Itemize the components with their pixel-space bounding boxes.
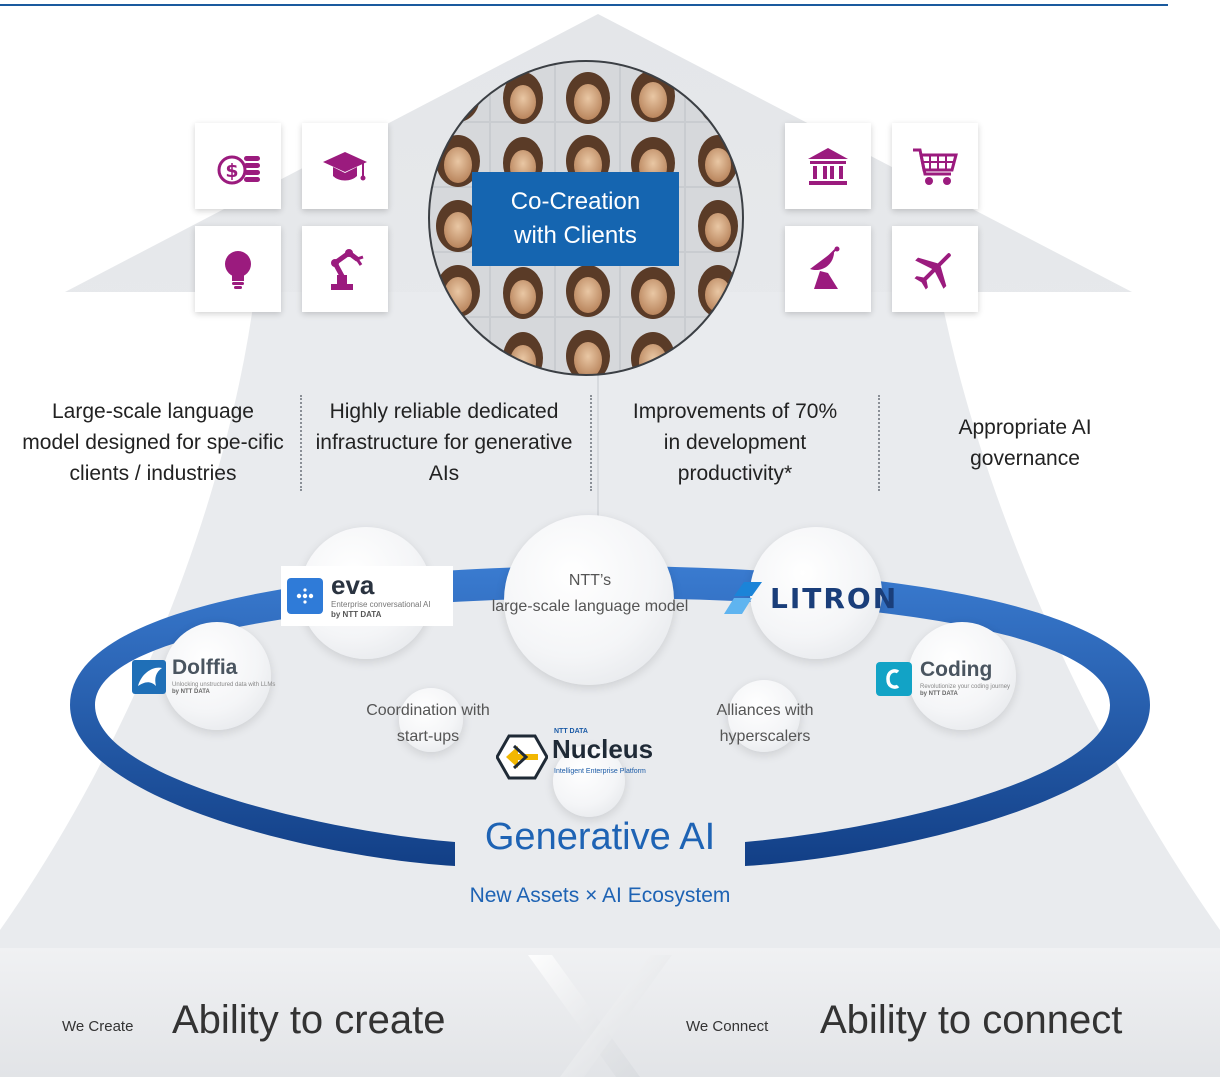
dolffia-logo-by: by NTT DATA <box>172 689 210 695</box>
co-creation-label: Co-Creation with Clients <box>472 172 679 266</box>
generative-ai-subtitle: New Assets × AI Ecosystem <box>469 884 731 907</box>
coding-logo-by: by NTT DATA <box>920 691 958 697</box>
bubble-alliances <box>728 680 800 752</box>
feature-divider <box>878 395 880 491</box>
bubble-litron <box>750 527 882 659</box>
coding-logo-name: Coding <box>920 658 993 681</box>
coordination-label: Coordination with start-ups <box>366 702 490 745</box>
bank-icon <box>785 123 871 209</box>
nucleus-logo-name: Nucleus <box>552 734 654 764</box>
graduation-cap-icon <box>302 123 388 209</box>
ability-to-connect: Ability to connect <box>820 998 1123 1042</box>
robot-arm-icon <box>302 226 388 312</box>
airplane-icon <box>892 226 978 312</box>
feature-divider <box>590 395 592 491</box>
bubble-ntt-llm <box>504 515 674 685</box>
coding-logo-mark <box>876 662 912 696</box>
eva-logo-name: eva <box>331 570 375 600</box>
dolffia-logo: Dolffia Unlocking unstructured data with… <box>132 656 302 700</box>
lightbulb-icon <box>195 226 281 312</box>
nucleus-logo-mark <box>496 734 548 780</box>
dolffia-logo-mark <box>132 660 166 694</box>
feature-llm-clients: Large-scale language model designed for … <box>22 400 284 485</box>
eva-logo-tagline: Enterprise conversational AI <box>331 600 431 609</box>
feature-productivity: Improvements of 70% in development produ… <box>632 400 838 485</box>
litron-logo-name: LITRON <box>770 582 899 615</box>
shopping-cart-icon <box>892 123 978 209</box>
svg-text:$: $ <box>225 160 238 182</box>
we-connect-label: We Connect <box>686 1018 769 1035</box>
eva-logo-mark <box>287 578 323 614</box>
ability-to-create: Ability to create <box>172 998 446 1042</box>
coding-logo-tagline: Revolutionize your coding journey <box>920 684 1011 690</box>
feature-infrastructure: Highly reliable dedicated infrastructure… <box>315 400 573 485</box>
nucleus-logo: NTT DATA Nucleus Intelligent Enterprise … <box>496 728 696 784</box>
nucleus-logo-tagline: Intelligent Enterprise Platform <box>554 768 646 775</box>
ntt-llm-label: NTT’s large-scale language model <box>491 572 689 615</box>
satellite-dish-icon <box>785 226 871 312</box>
generative-ai-title: Generative AI <box>484 816 716 858</box>
dolffia-logo-tagline: Unlocking unstructured data with LLMs <box>172 682 276 688</box>
eva-logo-by: by NTT DATA <box>331 610 382 619</box>
nucleus-logo-top: NTT DATA <box>554 728 588 735</box>
coins-icon: $ <box>195 123 281 209</box>
dolffia-logo-name: Dolffia <box>172 656 238 679</box>
feature-divider <box>300 395 302 491</box>
bubble-coding <box>908 622 1016 730</box>
alliances-label: Alliances with hyperscalers <box>716 702 814 745</box>
litron-logo: LITRON <box>724 574 914 622</box>
litron-logo-mark <box>724 582 762 614</box>
bubble-dolffia <box>163 622 271 730</box>
bubble-nucleus <box>553 745 625 817</box>
feature-governance: Appropriate AI governance <box>958 416 1092 470</box>
coding-logo: Coding Revolutionize your coding journey… <box>876 658 1046 702</box>
bubble-coordination <box>399 688 463 752</box>
eva-logo: eva Enterprise conversational AI by NTT … <box>281 566 453 626</box>
we-create-label: We Create <box>62 1018 134 1035</box>
